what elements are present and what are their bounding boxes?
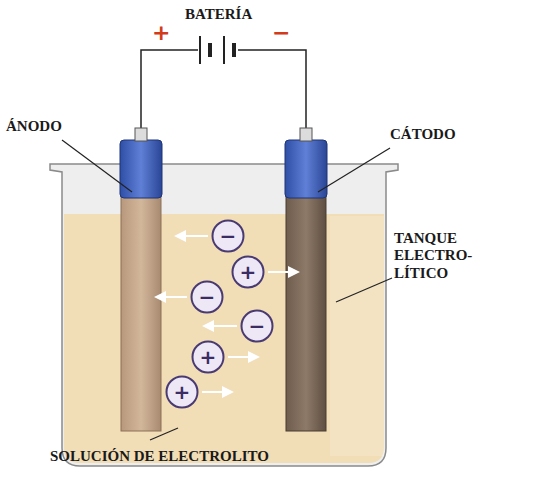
battery-symbol — [200, 36, 234, 64]
part-label: TANQUE ELECTRO- LÍTICO — [394, 230, 492, 282]
ion-charge: − — [211, 219, 245, 253]
ion-circle: − — [211, 219, 245, 253]
ion-charge: + — [231, 255, 265, 289]
ion-charge: + — [165, 375, 199, 409]
battery-label: BATERÍA — [185, 6, 252, 23]
polarity-sign: + — [152, 20, 170, 45]
ion-charge: − — [240, 309, 274, 343]
polarity-sign: − — [272, 20, 290, 45]
part-label: SOLUCIÓN DE ELECTROLITO — [50, 448, 269, 465]
ion-charge: − — [190, 280, 224, 314]
ion-circle: − — [240, 309, 274, 343]
leader-line — [62, 140, 392, 440]
ion-charge: + — [191, 340, 225, 374]
ion-circle: + — [191, 340, 225, 374]
electrolyte-solution — [64, 214, 384, 463]
cathode-electrode — [285, 128, 327, 431]
tank — [50, 164, 398, 466]
anode-electrode — [120, 128, 162, 431]
ion-circle: + — [231, 255, 265, 289]
ion-circle: + — [165, 375, 199, 409]
part-label: CÁTODO — [390, 126, 456, 143]
part-label: ÁNODO — [6, 118, 62, 135]
ion-circle: − — [190, 280, 224, 314]
ion-arrow — [158, 236, 296, 392]
